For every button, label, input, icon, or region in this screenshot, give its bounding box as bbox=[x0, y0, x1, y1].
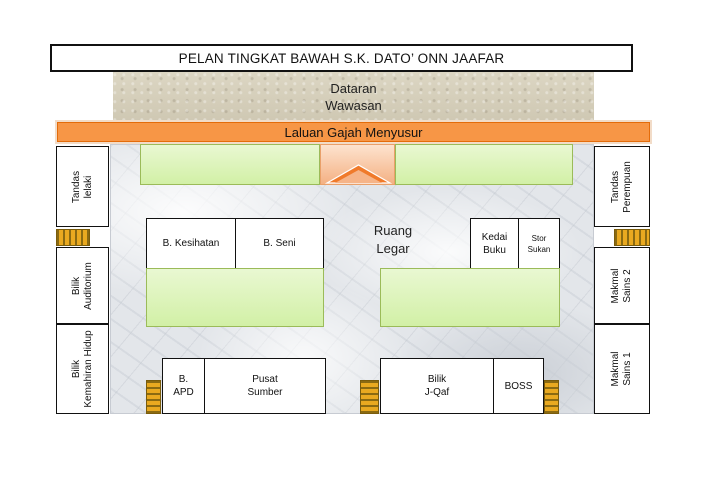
ruang-legar: Ruang Legar bbox=[360, 222, 426, 258]
room-jqaf[interactable]: Bilik J-Qaf bbox=[380, 358, 494, 414]
room-apd[interactable]: B. APD bbox=[162, 358, 205, 414]
jqaf-line2: J-Qaf bbox=[424, 387, 450, 398]
sains1-text: Makmal Sains 1 bbox=[610, 351, 634, 386]
room-kemahiran-hidup[interactable]: Bilik Kemahiran Hidup bbox=[56, 324, 109, 414]
plan-title: PELAN TINGKAT BAWAH S.K. DATO’ ONN JAAFA… bbox=[50, 44, 633, 72]
pusat-line1: Pusat bbox=[252, 374, 278, 385]
room-tandas-perempuan[interactable]: Tandas Perempuan bbox=[594, 146, 650, 227]
green-area-mid-right bbox=[380, 268, 560, 327]
room-auditorium[interactable]: Bilik Auditorium bbox=[56, 247, 109, 324]
room-kesihatan[interactable]: B. Kesihatan bbox=[146, 218, 236, 269]
room-boss[interactable]: BOSS bbox=[493, 358, 544, 414]
kedai-line2: Buku bbox=[483, 244, 506, 256]
plaza-line1: Dataran bbox=[330, 80, 377, 96]
room-tandas-lelaki[interactable]: Tandas lelaki bbox=[56, 146, 109, 227]
tandas-perempuan-line1: Tandas bbox=[610, 170, 621, 203]
sains1-line1: Makmal bbox=[610, 351, 621, 387]
stor-line1: Stor bbox=[531, 233, 547, 243]
kemahiran-text: Bilik Kemahiran Hidup bbox=[71, 330, 95, 407]
plan-title-text: PELAN TINGKAT BAWAH S.K. DATO’ ONN JAAFA… bbox=[178, 50, 505, 66]
kedai-line1: Kedai bbox=[481, 231, 508, 243]
sains1-line2: Sains 1 bbox=[622, 352, 633, 386]
boss-label: BOSS bbox=[504, 380, 533, 392]
tandas-lelaki-line2: lelaki bbox=[82, 175, 94, 198]
room-kedai-buku[interactable]: Kedai Buku bbox=[470, 218, 519, 269]
corridor-label: Laluan Gajah Menyusur bbox=[284, 124, 423, 140]
room-seni[interactable]: B. Seni bbox=[235, 218, 324, 269]
stairs-bottom-left bbox=[146, 380, 161, 414]
entrance-arrow-icon bbox=[324, 164, 393, 184]
stairs-right bbox=[614, 229, 650, 246]
tandas-lelaki-text: Tandas lelaki bbox=[71, 170, 95, 202]
dataran-wawasan: Dataran Wawasan bbox=[113, 72, 594, 121]
room-makmal-sains-2[interactable]: Makmal Sains 2 bbox=[594, 247, 650, 324]
kemahiran-line1: Bilik bbox=[70, 359, 82, 379]
stairs-bottom-center bbox=[360, 380, 379, 414]
apd-line1: B. bbox=[178, 374, 189, 385]
stor-line2: Sukan bbox=[527, 244, 551, 254]
green-area-mid-left bbox=[146, 268, 324, 327]
legar-line2: Legar bbox=[376, 241, 410, 256]
stairs-bottom-right bbox=[544, 380, 559, 414]
room-kesihatan-label: B. Kesihatan bbox=[162, 238, 220, 249]
tandas-perempuan-text: Tandas Perempuan bbox=[610, 161, 634, 213]
tandas-lelaki-line1: Tandas bbox=[70, 170, 82, 203]
auditorium-line2: Auditorium bbox=[82, 261, 94, 310]
room-stor-sukan[interactable]: Stor Sukan bbox=[518, 218, 560, 269]
auditorium-text: Bilik Auditorium bbox=[71, 262, 95, 310]
room-makmal-sains-1[interactable]: Makmal Sains 1 bbox=[594, 324, 650, 414]
legar-line1: Ruang bbox=[373, 223, 413, 238]
sains2-line1: Makmal bbox=[610, 267, 621, 304]
green-area-top-left bbox=[140, 144, 320, 185]
pusat-line2: Sumber bbox=[247, 387, 283, 398]
sains2-text: Makmal Sains 2 bbox=[610, 268, 634, 303]
entrance bbox=[320, 144, 395, 185]
jqaf-line1: Bilik bbox=[427, 374, 447, 385]
plaza-line2: Wawasan bbox=[325, 97, 382, 113]
auditorium-line1: Bilik bbox=[70, 276, 82, 295]
stairs-left bbox=[56, 229, 90, 246]
kemahiran-line2: Kemahiran Hidup bbox=[82, 330, 94, 408]
apd-line2: APD bbox=[173, 387, 194, 398]
laluan-gajah-menyusur: Laluan Gajah Menyusur bbox=[57, 122, 650, 142]
room-seni-label: B. Seni bbox=[263, 238, 296, 249]
green-area-top-right bbox=[395, 144, 573, 185]
sains2-line2: Sains 2 bbox=[622, 268, 633, 303]
tandas-perempuan-line2: Perempuan bbox=[622, 160, 633, 213]
room-pusat-sumber[interactable]: Pusat Sumber bbox=[204, 358, 326, 414]
